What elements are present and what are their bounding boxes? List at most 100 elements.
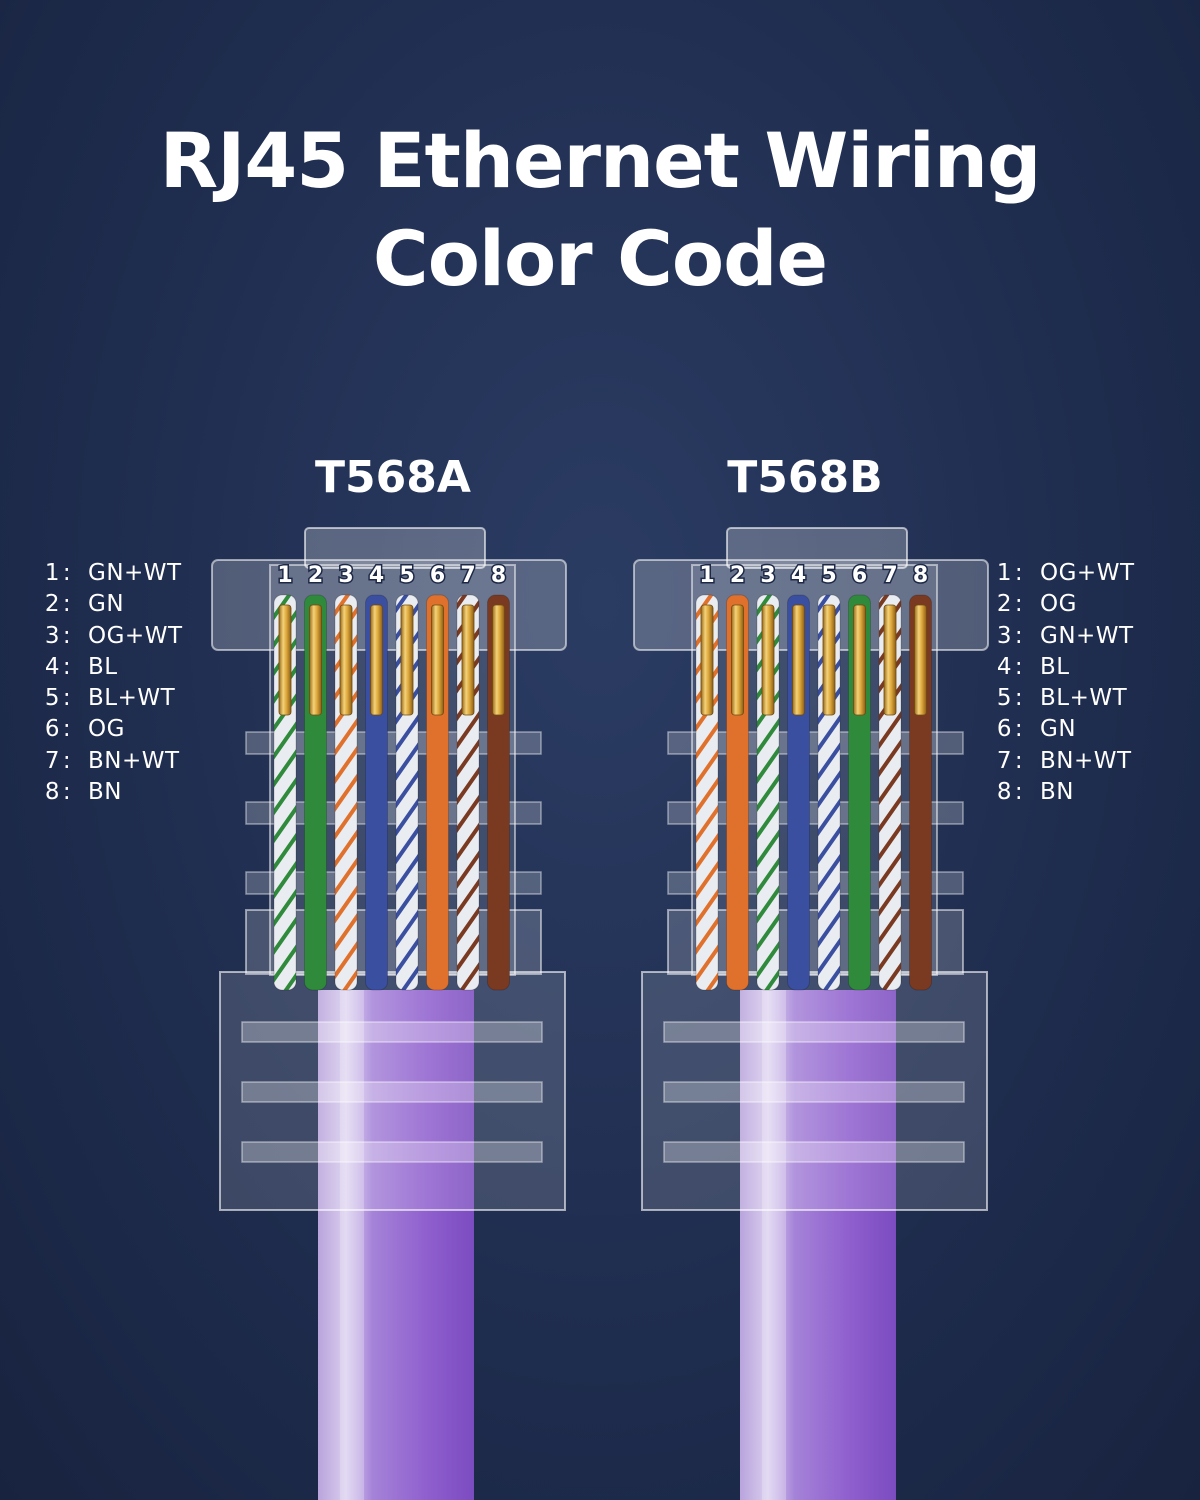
gold-contact-6 bbox=[431, 604, 444, 716]
pin-color-code: OG bbox=[88, 716, 125, 743]
pin-color-code: OG bbox=[1040, 591, 1077, 618]
pin-color-code: BL+WT bbox=[88, 685, 176, 712]
t568a-pin-row-4: 4: BL bbox=[30, 652, 183, 683]
pin-color-code: GN bbox=[1040, 716, 1077, 743]
pin-separator: : bbox=[62, 779, 72, 806]
pin-number: 4 bbox=[996, 653, 1012, 680]
pin-number: 7 bbox=[44, 747, 60, 774]
pin-separator: : bbox=[62, 591, 72, 618]
pin-color-code: GN+WT bbox=[1040, 622, 1134, 649]
pin-number: 1 bbox=[44, 560, 60, 586]
pin-number: 3 bbox=[996, 622, 1012, 649]
pin-color-code: BL bbox=[88, 653, 118, 680]
cable bbox=[740, 990, 896, 1500]
pin-number: 5 bbox=[996, 685, 1012, 712]
connector-latch bbox=[726, 527, 908, 569]
pin-separator: : bbox=[1014, 653, 1024, 680]
connector-pin-number: 5 bbox=[821, 563, 836, 588]
pin-color-code: BL bbox=[1040, 653, 1070, 680]
pin-number: 6 bbox=[44, 716, 60, 743]
t568a-pin-row-8: 8: BN bbox=[30, 777, 183, 808]
gold-contact-7 bbox=[883, 604, 897, 716]
pin-number: 2 bbox=[996, 591, 1012, 618]
pin-separator: : bbox=[1014, 560, 1024, 586]
connector-boot bbox=[641, 971, 988, 1211]
pin-color-code: OG+WT bbox=[1040, 560, 1135, 586]
t568b-pin-row-4: 4: BL bbox=[982, 652, 1135, 683]
gold-contact-5 bbox=[400, 604, 414, 716]
pin-number: 4 bbox=[44, 653, 60, 680]
gold-contact-3 bbox=[761, 604, 775, 716]
pin-color-code: GN bbox=[88, 591, 125, 618]
pin-color-code: OG+WT bbox=[88, 622, 183, 649]
connector-boot bbox=[219, 971, 566, 1211]
pin-separator: : bbox=[62, 653, 72, 680]
gold-contact-6 bbox=[853, 604, 866, 716]
connector-pin-number: 2 bbox=[308, 563, 323, 588]
t568b-pin-row-8: 8:BN bbox=[982, 777, 1135, 808]
pin-number: 2 bbox=[44, 591, 60, 618]
pin-number: 3 bbox=[44, 622, 60, 649]
page-title: RJ45 Ethernet Wiring Color Code bbox=[0, 112, 1200, 308]
connector-pin-number: 1 bbox=[277, 563, 292, 588]
gold-contact-7 bbox=[461, 604, 475, 716]
connector-pin-number: 4 bbox=[791, 563, 806, 588]
gold-contact-8 bbox=[914, 604, 927, 716]
pin-color-code: GN+WT bbox=[88, 560, 182, 586]
pin-color-code: BN+WT bbox=[88, 747, 180, 774]
connector-pin-number: 6 bbox=[852, 563, 867, 588]
t568b-pin-row-7: 7: BN+WT bbox=[982, 746, 1135, 777]
connector-pin-number: 4 bbox=[369, 563, 384, 588]
title-line-2: Color Code bbox=[372, 214, 828, 303]
connector-pin-number: 2 bbox=[730, 563, 745, 588]
gold-contact-1 bbox=[278, 604, 292, 716]
connector-pin-number: 5 bbox=[399, 563, 414, 588]
pin-color-code: BN+WT bbox=[1040, 747, 1132, 774]
gold-contact-5 bbox=[822, 604, 836, 716]
t568b-pin-row-6: 6:GN bbox=[982, 714, 1135, 745]
connector-pin-number: 6 bbox=[430, 563, 445, 588]
pin-color-code: BN bbox=[88, 779, 122, 806]
pin-number: 1 bbox=[996, 560, 1012, 586]
connector-pin-number: 8 bbox=[913, 563, 928, 588]
connector-pin-number: 3 bbox=[760, 563, 775, 588]
gold-contact-1 bbox=[700, 604, 714, 716]
t568a-pin-row-5: 5: BL+WT bbox=[30, 683, 183, 714]
t568a-pin-row-3: 3:OG+WT bbox=[30, 621, 183, 652]
connector-pin-number: 3 bbox=[338, 563, 353, 588]
t568b-pin-row-5: 5:BL+WT bbox=[982, 683, 1135, 714]
gold-contact-8 bbox=[492, 604, 505, 716]
pin-separator: : bbox=[1014, 685, 1024, 712]
title-line-1: RJ45 Ethernet Wiring bbox=[159, 116, 1042, 205]
t568a-pin-row-2: 2: GN bbox=[30, 589, 183, 620]
t568a-label: T568A bbox=[315, 452, 471, 503]
t568a-pin-row-7: 7: BN+WT bbox=[30, 746, 183, 777]
pin-number: 5 bbox=[44, 685, 60, 712]
connector-pin-number: 1 bbox=[699, 563, 714, 588]
t568a-pin-row-6: 6: OG bbox=[30, 714, 183, 745]
pin-separator: : bbox=[62, 685, 72, 712]
t568b-pin-row-3: 3:GN+WT bbox=[982, 621, 1135, 652]
pin-separator: : bbox=[62, 560, 72, 586]
connector-pin-number: 7 bbox=[460, 563, 475, 588]
pin-number: 8 bbox=[44, 779, 60, 806]
t568b-pin-row-1: 1: OG+WT bbox=[982, 558, 1135, 589]
pin-color-code: BN bbox=[1040, 779, 1074, 806]
connector-latch bbox=[304, 527, 486, 569]
gold-contact-2 bbox=[731, 604, 744, 716]
gold-contact-4 bbox=[792, 604, 805, 716]
t568a-pin-row-1: 1: GN+WT bbox=[30, 558, 183, 589]
pin-separator: : bbox=[1014, 779, 1024, 806]
pin-separator: : bbox=[62, 716, 72, 743]
pin-number: 7 bbox=[996, 747, 1012, 774]
t568b-label: T568B bbox=[727, 452, 883, 503]
gold-contact-3 bbox=[339, 604, 353, 716]
pin-separator: : bbox=[1014, 747, 1024, 774]
pin-separator: : bbox=[62, 747, 72, 774]
cable bbox=[318, 990, 474, 1500]
connector-pin-number: 8 bbox=[491, 563, 506, 588]
